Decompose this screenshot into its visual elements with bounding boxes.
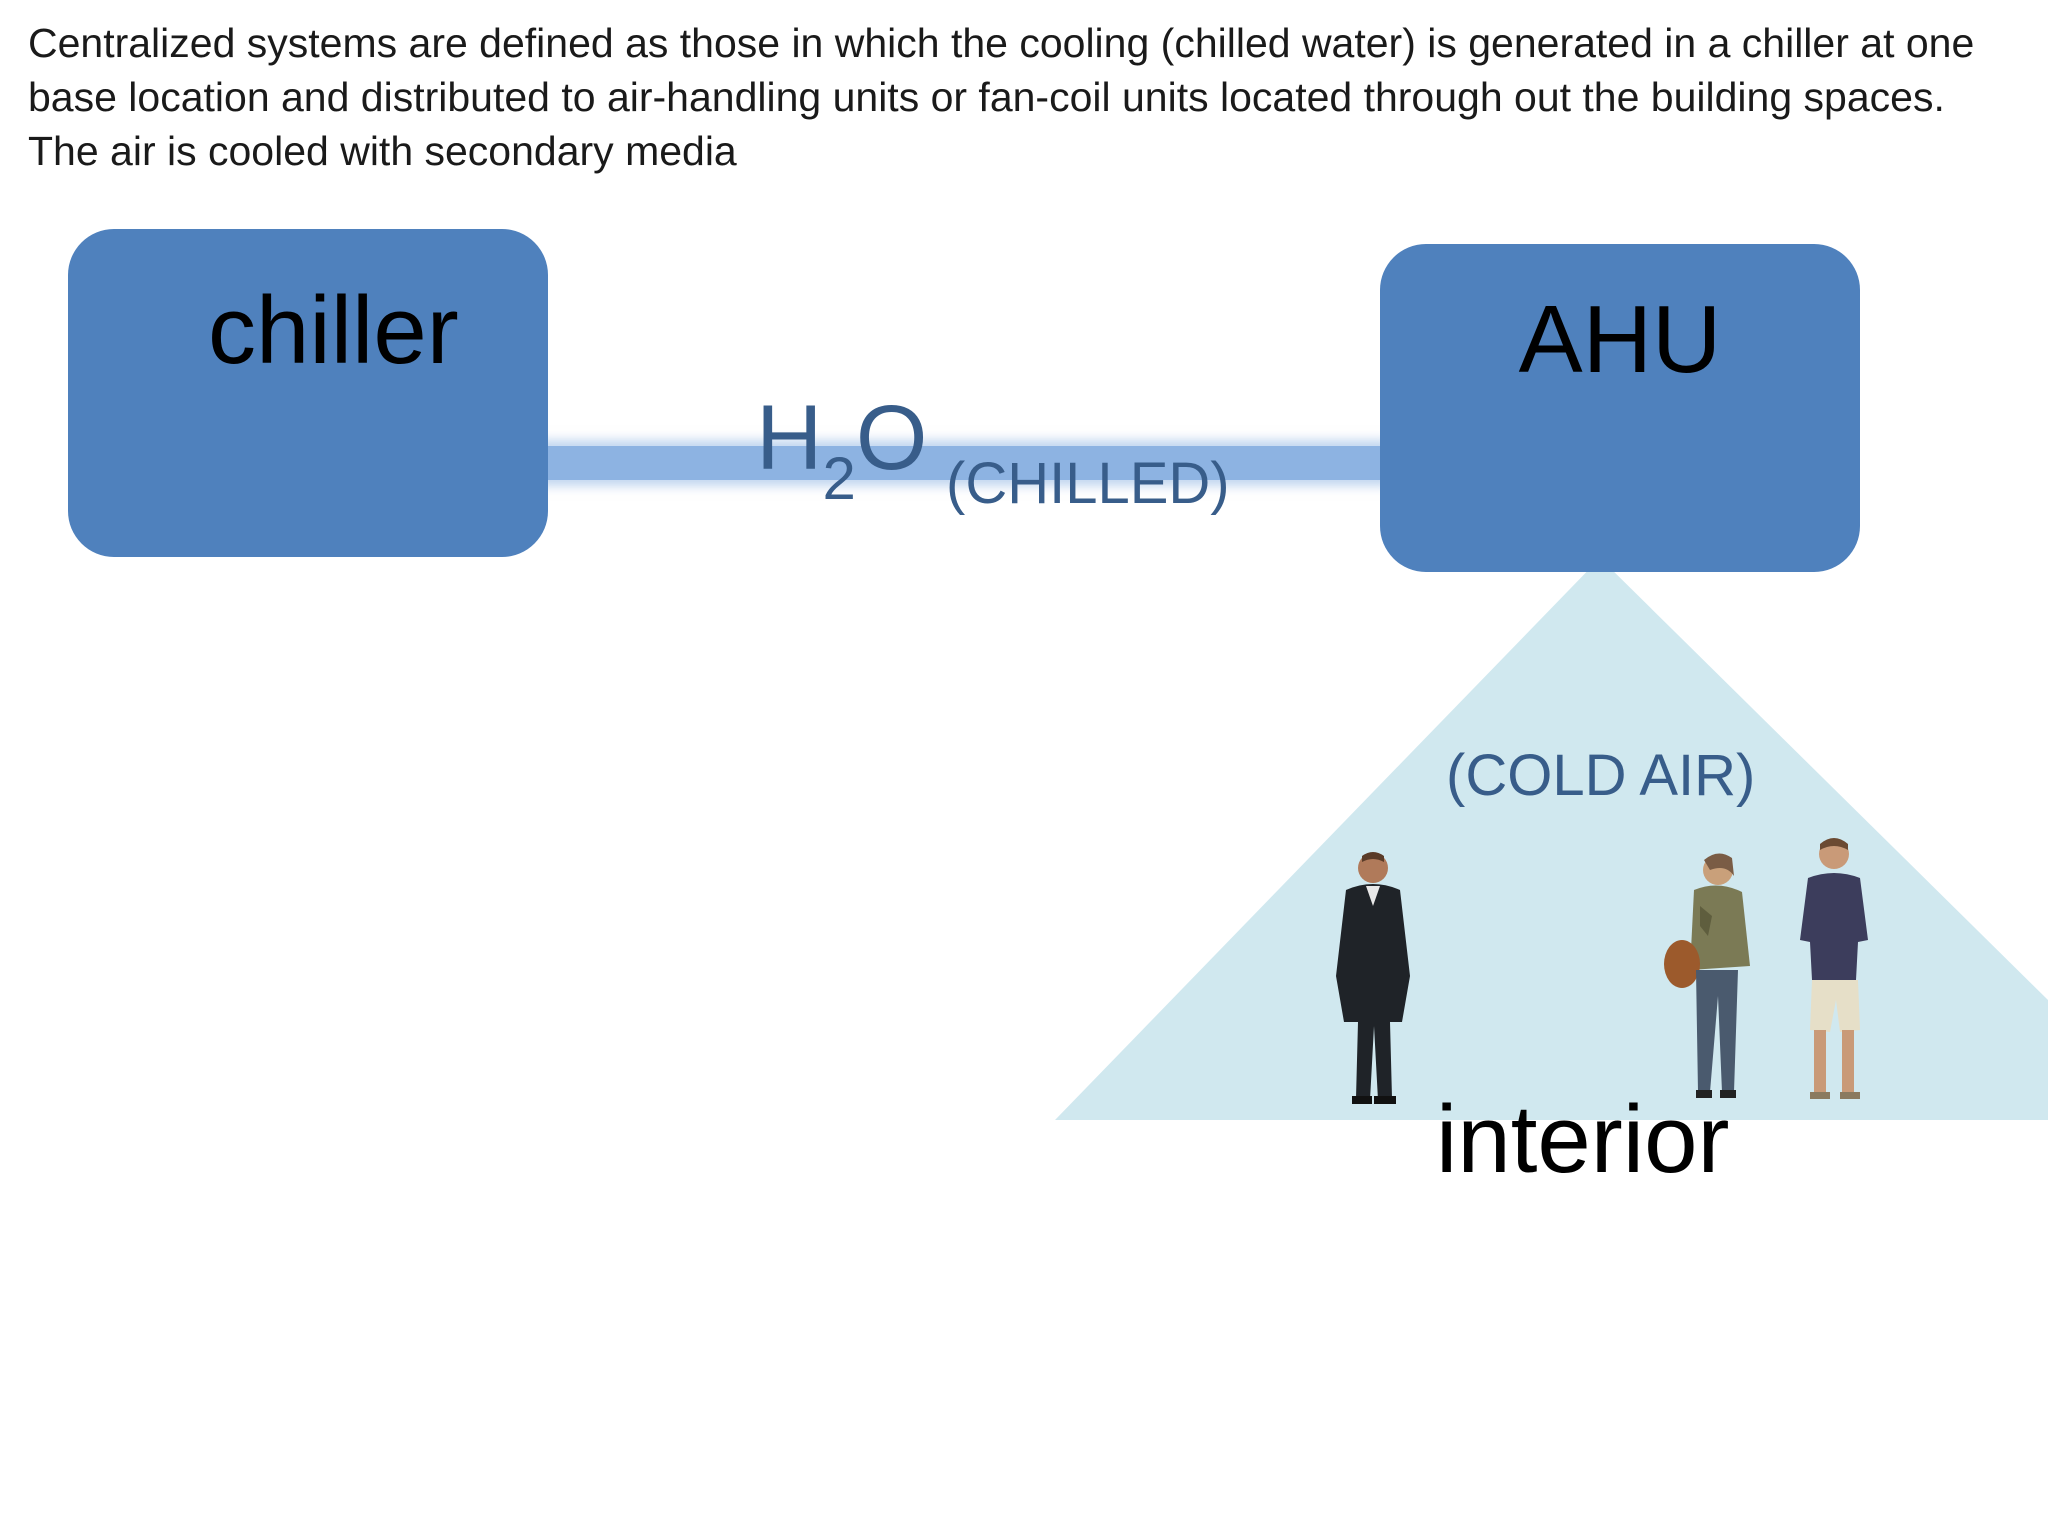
chiller-label: chiller	[208, 277, 459, 384]
h2o-o: O	[855, 387, 928, 489]
h2o-h: H	[756, 387, 823, 489]
h2o-label: H2O	[756, 392, 927, 512]
interior-label: interior	[1436, 1086, 1730, 1193]
intro-line-2: base location and distributed to air-han…	[28, 74, 1945, 120]
chilled-water-pipe	[545, 446, 1383, 480]
ahu-box: AHU	[1380, 244, 1860, 572]
cold-air-label: (COLD AIR)	[1446, 743, 1756, 808]
intro-line-1: Centralized systems are defined as those…	[28, 20, 1975, 66]
cold-air-cone	[1055, 558, 2048, 1120]
person-casual-icon	[1800, 838, 1868, 1099]
h2o-subscript: 2	[822, 445, 856, 512]
chiller-box: chiller	[68, 229, 548, 557]
ahu-label: AHU	[1518, 286, 1722, 393]
chilled-label: (CHILLED)	[946, 451, 1230, 516]
intro-text: Centralized systems are defined as those…	[28, 16, 2018, 178]
person-suit-icon	[1336, 852, 1410, 1104]
intro-line-3: The air is cooled with secondary media	[28, 128, 737, 174]
person-with-bag-icon	[1664, 853, 1750, 1098]
